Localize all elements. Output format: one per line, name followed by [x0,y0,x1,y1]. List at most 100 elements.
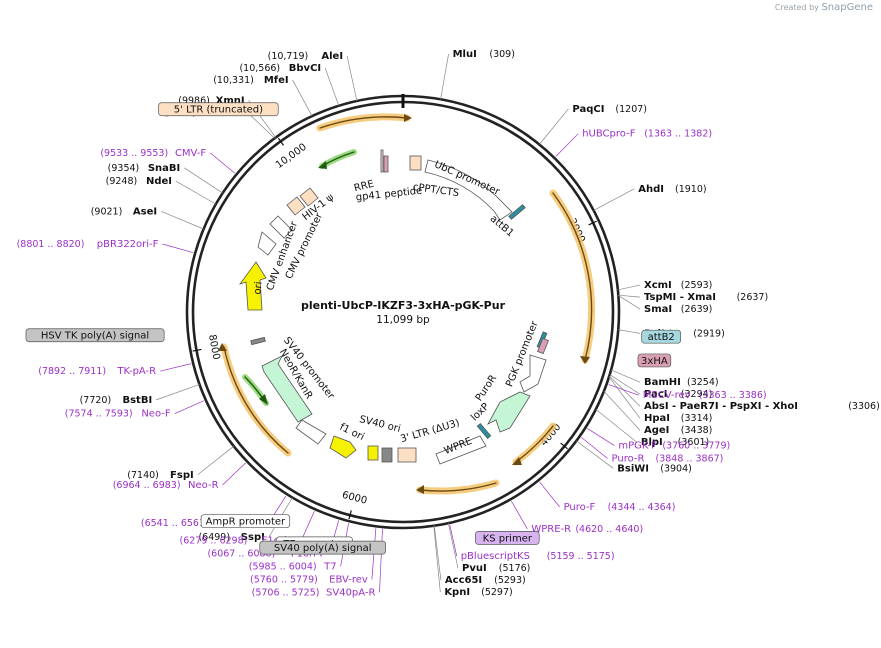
primer-leader [581,437,608,459]
site-leader [324,67,340,106]
site-leader [447,523,459,569]
restriction-site: BlpI(3601) [641,437,709,448]
cppt-cts-feature [409,155,422,171]
primer-name: TK-pA-R [116,366,156,377]
restriction-site: BbvCI(10,566) [239,63,321,74]
primer-position: (4344 .. 4364) [608,502,676,513]
site-leader [184,167,223,194]
primer-position: (3848 .. 3867) [656,454,724,465]
restriction-site: AhdI (1910) [638,184,706,195]
pgk-promoter-feature [519,354,547,393]
site-name: SmaI [644,304,672,315]
primer-position: (3363 .. 3386) [699,390,767,401]
site-name: PvuI [462,563,487,574]
restriction-site: BsiWI(3904) [617,463,692,474]
site-position: (1910) [675,184,707,195]
primer-position: (6541 .. 6561) [141,518,209,529]
orf-arrowheads [218,114,590,494]
primer-position: (4620 .. 4640) [575,524,643,535]
site-leader [595,409,638,443]
site-leader [160,210,204,230]
site-name: HpaI [644,413,670,424]
primer-leader [301,511,315,541]
site-position: (9248) [106,176,138,187]
site-leader [433,525,442,581]
primer-name: SV40pA-R [326,587,375,598]
primer: SV40pA-R (5706 .. 5725) [252,587,376,598]
puror-feature [487,391,531,433]
primer: pBR322ori-F(8801 .. 8820) [17,239,159,250]
restriction-site: SnaBI(9354) [108,163,181,174]
hiv1-psi-feature [299,187,319,207]
primer-position: (5706 .. 5725) [252,587,320,598]
primer-position: (8801 .. 8820) [17,239,85,250]
hiv1-psi-feature-2 [286,196,306,216]
restriction-site: AgeI(3438) [644,425,712,436]
site-position: (2639) [681,304,713,315]
primer-name: T7 [323,561,336,572]
tick-label: 10,000 [274,142,309,171]
restriction-site: AbsI - PaeR7I - PspXI - XhoI(3306) [644,401,880,412]
orf-head-3 [512,457,522,465]
orf-head-2 [580,356,590,364]
feature-label: loxP [469,401,491,423]
site-name: AhdI [638,184,664,195]
sv40-promoter-feature [295,419,327,445]
primer: hUBCpro-F(1363 .. 1382) [582,129,712,140]
boxed-label-text: attB2 [648,332,675,343]
snapgene-brand: Created by SnapGene [775,2,873,13]
site-position: (3306) [848,401,880,412]
orf-head-1 [404,114,412,122]
site-name: Acc65I [445,575,482,586]
primer-leader [449,524,458,557]
restriction-site: KpnI(5297) [444,587,512,598]
primer-leader [222,462,246,486]
tick-mark [560,442,568,450]
site-name: XmnI [216,95,245,106]
neor-kanr-feature [261,355,313,423]
boxed-label-bg [259,540,386,555]
site-position: (3254) [687,377,719,388]
site-leader [593,188,635,211]
primer-name: hUBCpro-F [582,129,635,140]
boxed-label-text: AmpR promoter [206,517,286,528]
site-leader [346,55,358,102]
restriction-site: BstBI(7720) [80,395,153,406]
site-name: KpnI [444,587,470,598]
restriction-site: BamHI(3254) [644,377,719,388]
site-position: (3601) [678,437,710,448]
site-name: AseI [133,206,157,217]
site-name: FspI [170,470,194,481]
primer-name: CMV-F [175,148,206,159]
site-position: (1207) [615,104,647,115]
primer-labels: hUBCpro-F(1363 .. 1382)MSCV-rev(3363 .. … [17,129,767,599]
primer-name: mPGK-F [618,441,657,452]
site-position: (2919) [693,328,725,339]
restriction-site: MfeI(10,331) [213,75,288,86]
primer-position: (5760 .. 5779) [250,574,318,585]
restriction-site: PacI(3294) [644,389,712,400]
boxed-label-bg [637,353,672,368]
orf-arc-5-core [223,346,289,454]
primer-leader [587,428,615,446]
primer: Puro-R(3848 .. 3867) [612,454,724,465]
site-position: (7140) [127,470,159,481]
site-leader [618,294,641,298]
backbone-outer-ring [185,94,621,530]
site-leader [603,390,641,431]
restriction-site: SmaI (2639) [644,304,712,315]
site-position: (10,719) [268,51,309,62]
cmv-promoter-feature [269,215,293,239]
restriction-site: SspI(6499) [198,532,264,543]
features [238,149,549,465]
orf-head-7 [318,161,327,169]
cmv-enhancer-feature [257,231,277,256]
orf-arc-1-core [319,116,408,129]
restriction-site: XmnI(9986) [178,95,244,106]
site-leader [175,180,217,205]
site-position: (9354) [108,163,140,174]
ubc-promoter-feature [424,159,513,221]
primer-leader [555,133,579,157]
boxed-label-text: 3xHA [641,356,668,367]
